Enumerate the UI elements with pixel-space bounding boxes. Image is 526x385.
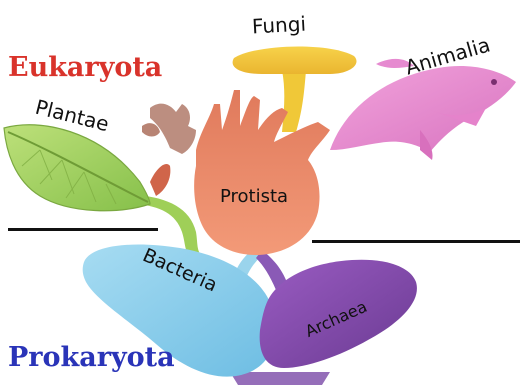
domain-label-eukaryota: Eukaryota [8,52,162,83]
group-label-fungi: Fungi [251,12,306,39]
fungi-stem [282,70,306,132]
tree-base [230,372,330,385]
domain-label-prokaryota: Prokaryota [8,342,175,373]
divider-left [8,228,158,231]
plantae-leaf [4,125,150,211]
fungi-cap [233,46,357,74]
plantae-bud [150,164,170,196]
group-label-protista: Protista [220,186,288,207]
divider-right [312,240,520,243]
